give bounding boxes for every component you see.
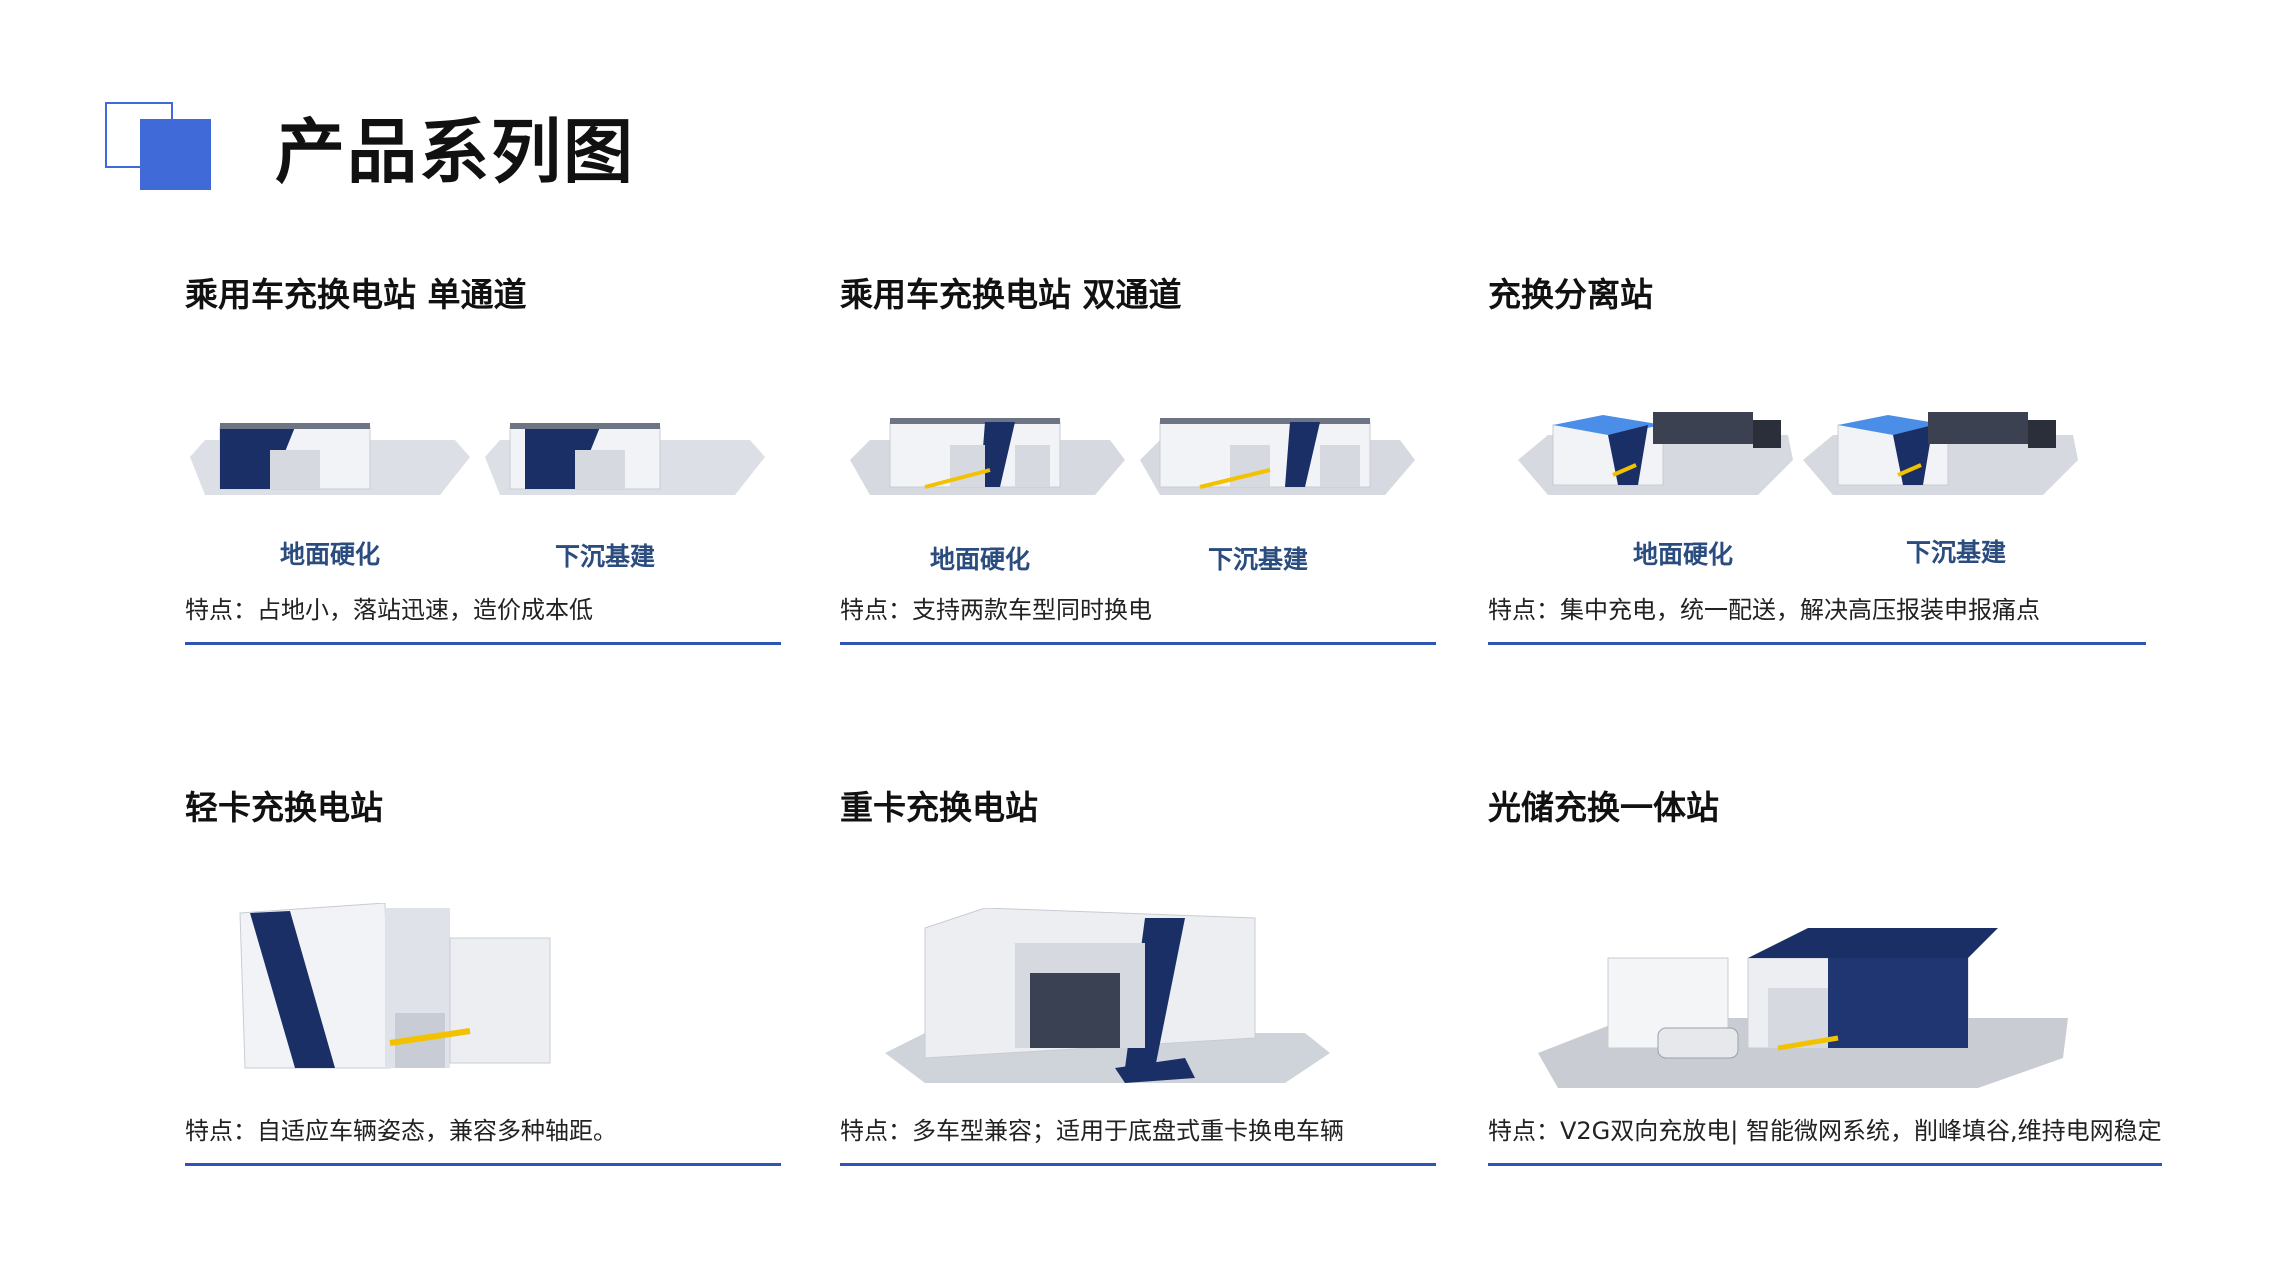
card-title: 充换分离站 <box>1488 275 1653 314</box>
station-illustration-light-truck <box>239 903 551 1069</box>
card-feature: 特点：集中充电，统一配送，解决高压报装申报痛点 <box>1488 596 2040 624</box>
card-feature: 特点：支持两款车型同时换电 <box>840 596 1152 624</box>
station-illustration-heavy-truck <box>885 908 1330 1083</box>
card-title: 重卡充换电站 <box>840 788 1038 827</box>
product-card-light-truck: 轻卡充换电站 特点：自适应车辆姿态，兼容多种轴距。 <box>185 788 785 1188</box>
card-title: 轻卡充换电站 <box>185 788 383 827</box>
card-title: 光储充换一体站 <box>1488 788 1719 827</box>
station-illustration-ground <box>190 423 765 495</box>
caption-sunken-foundation: 下沉基建 <box>555 542 656 571</box>
card-feature: 特点：自适应车辆姿态，兼容多种轴距。 <box>185 1117 617 1145</box>
product-card-separated: 充换分离站 地面硬化 下沉基建 特点：集中充电，统一配送，解决高压报装申报痛点 <box>1488 275 2146 675</box>
product-card-single-lane: 乘用车充换电站 单通道 地面硬化 下沉基建 特点：占地小，落站迅速，造价成本低 <box>185 275 785 675</box>
station-illustration-pv-storage <box>1538 928 2068 1088</box>
station-illustration-double <box>850 418 1415 495</box>
card-divider <box>840 642 1436 645</box>
card-title: 乘用车充换电站 双通道 <box>840 275 1182 314</box>
caption-sunken-foundation: 下沉基建 <box>1906 538 2007 567</box>
product-card-heavy-truck: 重卡充换电站 特点：多车型兼容；适用于底盘式重卡换电车辆 <box>840 788 1440 1188</box>
card-feature: 特点：占地小，落站迅速，造价成本低 <box>185 596 593 624</box>
page-title: 产品系列图 <box>275 111 635 193</box>
logo-mark <box>105 102 211 190</box>
card-title: 乘用车充换电站 单通道 <box>185 275 527 314</box>
caption-ground-hardened: 地面硬化 <box>930 545 1031 574</box>
card-divider <box>840 1163 1436 1166</box>
card-feature: 特点：多车型兼容；适用于底盘式重卡换电车辆 <box>840 1117 1344 1145</box>
caption-ground-hardened: 地面硬化 <box>1633 540 1734 569</box>
card-divider <box>185 1163 781 1166</box>
station-illustration-separated <box>1518 412 2078 495</box>
card-feature: 特点：V2G双向充放电| 智能微网系统，削峰填谷,维持电网稳定 <box>1488 1117 2162 1145</box>
logo-solid-square <box>140 119 211 190</box>
card-divider <box>1488 642 2146 645</box>
card-divider <box>1488 1163 2162 1166</box>
product-card-pv-storage: 光储充换一体站 特点：V2G双向充放电| 智能微网系统，削峰填谷,维持电网稳定 <box>1488 788 2162 1188</box>
card-divider <box>185 642 781 645</box>
caption-ground-hardened: 地面硬化 <box>280 540 381 569</box>
product-card-double-lane: 乘用车充换电站 双通道 地面硬化 下沉基建 特点：支持两款车型同时换电 <box>840 275 1440 675</box>
caption-sunken-foundation: 下沉基建 <box>1208 545 1309 574</box>
